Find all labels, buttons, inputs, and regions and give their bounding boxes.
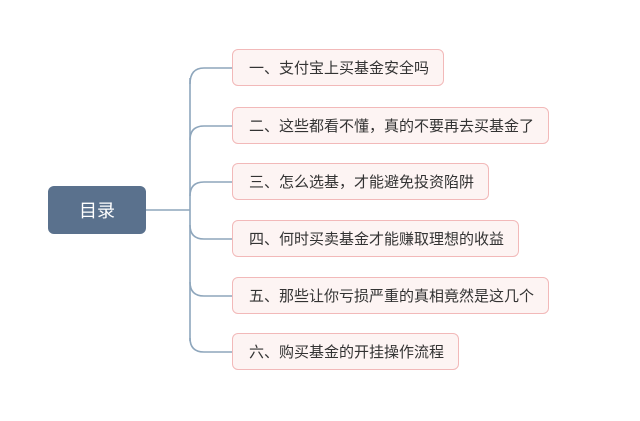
branch-connector-1: [189, 67, 232, 85]
branch-connector-4: [189, 224, 232, 240]
root-topic-label: 目录: [79, 201, 115, 222]
branch-connector-3: [189, 181, 232, 197]
subtopic-node-1[interactable]: 一、支付宝上买基金安全吗: [232, 49, 445, 86]
branch-connector-2: [189, 125, 232, 141]
subtopic-label-2: 二、这些都看不懂，真的不要再去买基金了: [249, 117, 535, 135]
subtopic-label-5: 五、那些让你亏损严重的真相竟然是这几个: [249, 287, 535, 305]
branch-connector-5: [189, 281, 232, 297]
branch-connector-6: [189, 337, 232, 353]
subtopic-node-3[interactable]: 三、怎么选基，才能避免投资陷阱: [232, 163, 490, 200]
subtopic-node-5[interactable]: 五、那些让你亏损严重的真相竟然是这几个: [232, 277, 550, 314]
subtopic-label-4: 四、何时买卖基金才能赚取理想的收益: [249, 230, 505, 248]
subtopic-label-6: 六、购买基金的开挂操作流程: [249, 343, 445, 361]
subtopic-node-2[interactable]: 二、这些都看不懂，真的不要再去买基金了: [232, 107, 550, 144]
subtopic-node-6[interactable]: 六、购买基金的开挂操作流程: [232, 333, 460, 370]
root-topic-node[interactable]: 目录: [48, 186, 146, 234]
subtopic-label-3: 三、怎么选基，才能避免投资陷阱: [249, 173, 475, 191]
subtopic-node-4[interactable]: 四、何时买卖基金才能赚取理想的收益: [232, 220, 520, 257]
subtopic-label-1: 一、支付宝上买基金安全吗: [249, 59, 430, 77]
